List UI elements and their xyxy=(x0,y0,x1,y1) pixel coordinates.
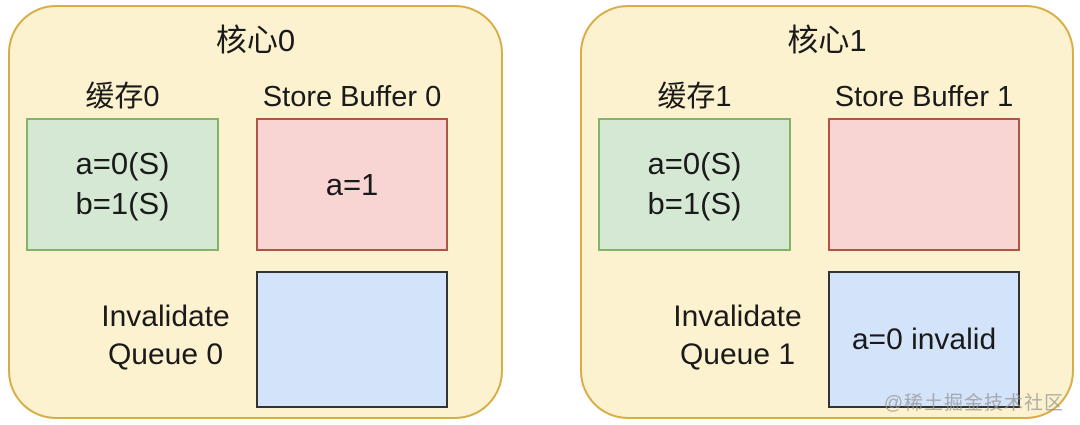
core-0-cache-box: a=0(S) b=1(S) xyxy=(26,118,219,251)
core-0-panel: 核心0 缓存0 Store Buffer 0 a=0(S) b=1(S) a=1… xyxy=(8,5,503,419)
core-0-invalidate-queue-label: Invalidate Queue 0 xyxy=(38,298,293,374)
invalidate-queue-label-line: Invalidate xyxy=(101,300,230,333)
core-1-panel: 核心1 缓存1 Store Buffer 1 a=0(S) b=1(S) Inv… xyxy=(580,5,1074,419)
core-0-store-buffer-box: a=1 xyxy=(256,118,448,251)
cache-line: a=0(S) xyxy=(75,146,170,181)
invalidate-queue-label-line: Queue 0 xyxy=(107,338,224,371)
watermark: @稀土掘金技术社区 xyxy=(883,393,1064,414)
core-1-invalidate-queue-box: a=0 invalid xyxy=(828,271,1020,408)
invalidate-queue-label-line: Queue 1 xyxy=(679,338,796,371)
core-1-title: 核心1 xyxy=(787,23,867,58)
cache-line: b=1(S) xyxy=(647,186,742,221)
core-1-cache-label: 缓存1 xyxy=(657,81,732,113)
core-0-title: 核心0 xyxy=(215,23,296,58)
invalidate-queue-label-line: Invalidate xyxy=(673,300,802,333)
core-0-invalidate-queue-box xyxy=(256,271,448,408)
store-buffer-entry: a=1 xyxy=(325,166,379,202)
core-1-store-buffer-box xyxy=(828,118,1020,251)
cache-line: b=1(S) xyxy=(75,186,170,221)
core-1-store-buffer-label: Store Buffer 1 xyxy=(834,81,1014,113)
core-0-store-buffer-label: Store Buffer 0 xyxy=(262,81,442,113)
core-1-invalidate-queue-label: Invalidate Queue 1 xyxy=(610,298,865,374)
core-1-cache-box: a=0(S) b=1(S) xyxy=(598,118,791,251)
core-0-cache-label: 缓存0 xyxy=(85,81,160,113)
invalidate-queue-entry: a=0 invalid xyxy=(851,322,997,356)
cache-line: a=0(S) xyxy=(647,146,742,181)
